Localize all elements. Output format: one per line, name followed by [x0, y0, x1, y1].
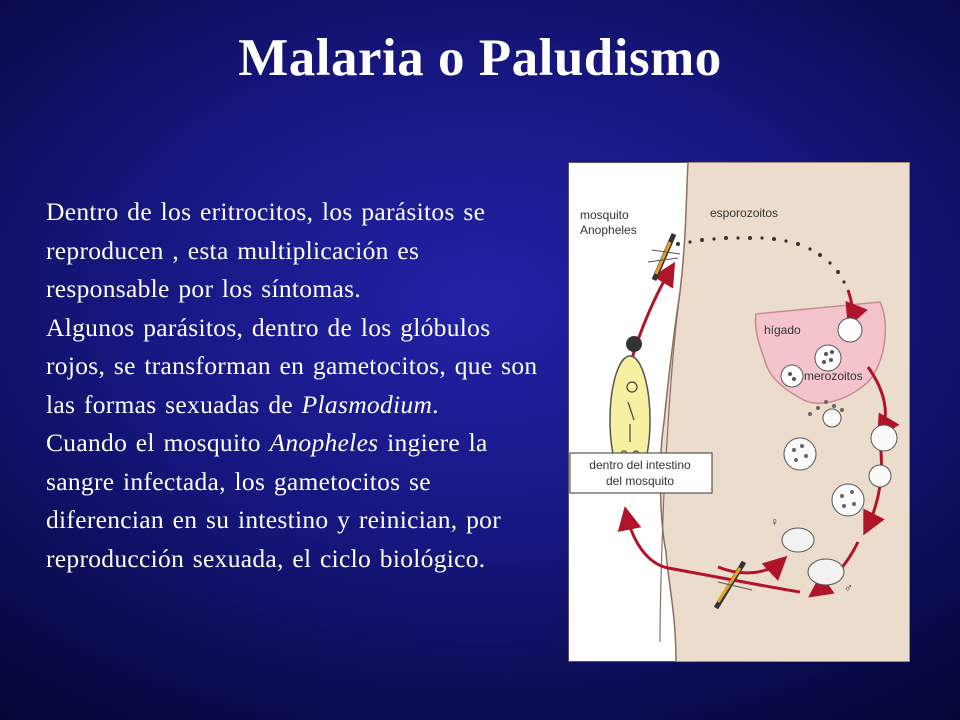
label-higado: hígado: [764, 323, 801, 337]
malaria-cycle-diagram: mosquito Anopheles esporozoitos hígado m…: [568, 162, 910, 662]
human-body-silhouette: [659, 162, 910, 662]
slide-title: Malaria o Paludismo: [238, 29, 722, 87]
gametocytes: [781, 527, 845, 586]
text-span: .: [432, 389, 439, 419]
paragraph-eritrocitos: Dentro de los eritrocitos, los parásitos…: [46, 193, 551, 309]
text-span: ingiere la sangre infectada, los gametoc…: [46, 428, 502, 573]
gut-cell-icon: [626, 336, 642, 352]
mosquito-top-icon: [647, 233, 681, 281]
mosquito-bottom-icon: [713, 560, 753, 610]
body-text: Dentro de los eritrocitos, los parásitos…: [46, 193, 551, 578]
malaria-cycle-figure: mosquito Anopheles esporozoitos hígado m…: [568, 162, 910, 662]
label-merozoitos: merozoitos: [804, 369, 863, 383]
paragraph-gametocitos: Algunos parásitos, dentro de los glóbulo…: [46, 309, 551, 425]
text-span: Cuando el mosquito: [46, 428, 270, 457]
text-span: Dentro de los eritrocitos, los parásitos…: [46, 197, 486, 303]
text-span: Algunos parásitos, dentro de los glóbulo…: [46, 312, 538, 419]
label-intestino-2: del mosquito: [606, 474, 674, 488]
merozoite-dots: [792, 400, 856, 508]
male-symbol: ♂: [844, 581, 853, 595]
label-esporozoitos: esporozoitos: [710, 206, 778, 220]
anopheles-term: Anopheles: [269, 428, 379, 457]
hepatic-cells: [780, 317, 863, 388]
label-mosquito: mosquito: [580, 208, 629, 222]
erythrocyte-cycle: [783, 408, 898, 517]
plasmodium-term: Plasmodium: [301, 389, 433, 419]
label-intestino-1: dentro del intestino: [589, 458, 691, 472]
label-anopheles: Anopheles: [580, 223, 637, 237]
female-symbol: ♀: [770, 515, 779, 529]
intestine-label-box: [569, 452, 713, 494]
paragraph-anopheles: Cuando el mosquito Anopheles ingiere la …: [46, 424, 551, 578]
hepatic-cell-content: [788, 350, 834, 381]
sporozoite-trail: [676, 236, 846, 284]
